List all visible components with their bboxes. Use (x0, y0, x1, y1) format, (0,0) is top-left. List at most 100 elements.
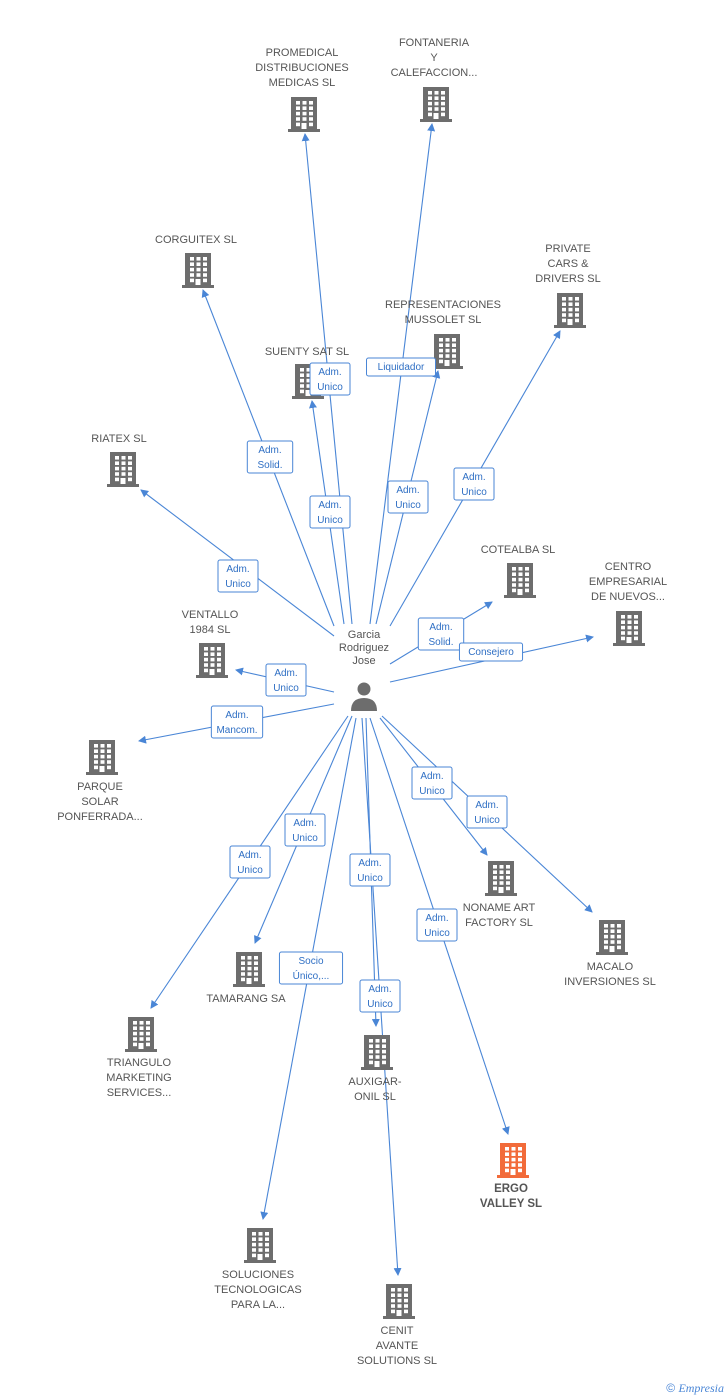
company-name: REPRESENTACIONES (385, 299, 501, 311)
relation-label-text: Mancom. (216, 725, 257, 736)
person-name: Rodriguez (339, 642, 389, 654)
relation-label-text: Unico (461, 487, 487, 498)
relation-label-text: Unico (292, 833, 318, 844)
relation-label-suenty[interactable]: Adm.Unico (309, 495, 351, 529)
relation-label-triangulo[interactable]: Adm.Unico (229, 845, 271, 879)
company-name: SOLAR (81, 796, 118, 808)
relation-label-representaciones[interactable]: Adm.Unico (387, 480, 429, 514)
relation-label-cotealba[interactable]: Adm.Solid. (417, 617, 465, 651)
company-name: MEDICAS SL (269, 77, 336, 89)
company-node-cotealba[interactable]: COTEALBA SL (481, 544, 556, 598)
relation-label-text: Liquidador (378, 362, 425, 373)
company-name: COTEALBA SL (481, 544, 556, 556)
building-icon (125, 1017, 157, 1052)
person-icon (351, 682, 377, 711)
company-node-riatex[interactable]: RIATEX SL (91, 433, 147, 487)
company-name: 1984 SL (190, 624, 231, 636)
relation-label-text: Adm. (318, 367, 341, 378)
company-name: CENTRO (605, 561, 652, 573)
relation-label-text: Adm. (475, 800, 498, 811)
company-name: RIATEX SL (91, 433, 146, 445)
relation-label-parque[interactable]: Adm. Mancom. (210, 705, 264, 739)
company-name: VENTALLO (182, 609, 239, 621)
company-node-auxigar[interactable]: AUXIGAR-ONIL SL (348, 1035, 402, 1103)
company-name: AUXIGAR- (348, 1076, 402, 1088)
company-name: EMPRESARIAL (589, 576, 667, 588)
relation-label-text: Adm. (420, 771, 443, 782)
relation-label-text: Adm. (462, 472, 485, 483)
relation-label-text: Consejero (468, 647, 514, 658)
relation-label-fontaneria[interactable]: Liquidador (366, 357, 436, 377)
relation-label-tamarang[interactable]: Adm. Unico (284, 813, 326, 847)
relation-label-corguitex[interactable]: Adm.Solid. (246, 440, 294, 474)
building-icon (431, 334, 463, 369)
relation-label-noname[interactable]: Adm.Unico (411, 766, 453, 800)
company-node-parque[interactable]: PARQUE SOLAR PONFERRADA... (57, 740, 143, 823)
company-name: TRIANGULO (107, 1057, 172, 1069)
relation-label-text: Unico (317, 382, 343, 393)
company-name: SOLUTIONS SL (357, 1355, 437, 1367)
building-icon (107, 452, 139, 487)
relation-label-cenit[interactable]: Adm.Unico (359, 979, 401, 1013)
company-node-representaciones[interactable]: REPRESENTACIONES MUSSOLET SL (385, 299, 501, 369)
relation-label-ergo[interactable]: Adm.Unico (416, 908, 458, 942)
relation-label-text: Unico (474, 815, 500, 826)
company-node-tamarang[interactable]: TAMARANG SA (206, 952, 286, 1005)
copyright-icon: © (666, 1381, 676, 1395)
relation-label-text: Único,... (293, 969, 330, 982)
relation-label-private[interactable]: Adm. Unico (453, 467, 495, 501)
relation-label-text: Unico (237, 865, 263, 876)
relation-label-riatex[interactable]: Adm. Unico (217, 559, 259, 593)
relation-label-auxigar[interactable]: Adm.Unico (349, 853, 391, 887)
company-name: MUSSOLET SL (405, 314, 482, 326)
company-name: PONFERRADA... (57, 811, 143, 823)
relation-label-text: Adm. (429, 622, 452, 633)
company-name: CENIT (381, 1325, 414, 1337)
company-node-centro[interactable]: CENTRO EMPRESARIAL DE NUEVOS... (589, 561, 667, 646)
company-node-fontaneria[interactable]: FONTANERIAYCALEFACCION... (391, 37, 478, 122)
company-node-ventallo[interactable]: VENTALLO 1984 SL (182, 609, 239, 678)
company-node-triangulo[interactable]: TRIANGULOMARKETINGSERVICES... (106, 1017, 172, 1099)
relation-label-promedical[interactable]: Adm. Unico (309, 362, 351, 396)
relation-label-text: Unico (225, 579, 251, 590)
company-name: SUENTY SAT SL (265, 346, 349, 358)
relation-label-text: Unico (424, 928, 450, 939)
company-name: DE NUEVOS... (591, 591, 665, 603)
company-name: FONTANERIA (399, 37, 470, 49)
relation-label-text: Unico (367, 999, 393, 1010)
person-name: Garcia (348, 629, 381, 641)
company-name: PARQUE (77, 781, 123, 793)
building-icon (233, 952, 265, 987)
building-icon (86, 740, 118, 775)
relation-label-soluciones[interactable]: SocioÚnico,... (278, 951, 344, 985)
building-icon (196, 643, 228, 678)
company-name: CORGUITEX SL (155, 234, 237, 246)
building-icon (596, 920, 628, 955)
company-name: Y (430, 52, 438, 64)
relation-label-text: Solid. (257, 460, 282, 471)
relation-label-text: Adm. (225, 710, 248, 721)
company-name: CARS & (548, 258, 590, 270)
relation-label-text: Adm. (226, 564, 249, 575)
relation-label-centro[interactable]: Consejero (458, 642, 524, 662)
footer-brand: © Empresia (666, 1381, 724, 1396)
company-node-corguitex[interactable]: CORGUITEX SL (155, 234, 237, 288)
relation-label-text: Adm. (293, 818, 316, 829)
company-name: MACALO (587, 961, 634, 973)
company-name: FACTORY SL (465, 917, 533, 929)
relation-label-text: Unico (357, 873, 383, 884)
relation-label-text: Adm. (318, 500, 341, 511)
relation-label-ventallo[interactable]: Adm.Unico (265, 663, 307, 697)
relation-label-text: Adm. (396, 485, 419, 496)
relation-label-macalo[interactable]: Adm. Unico (466, 795, 508, 829)
